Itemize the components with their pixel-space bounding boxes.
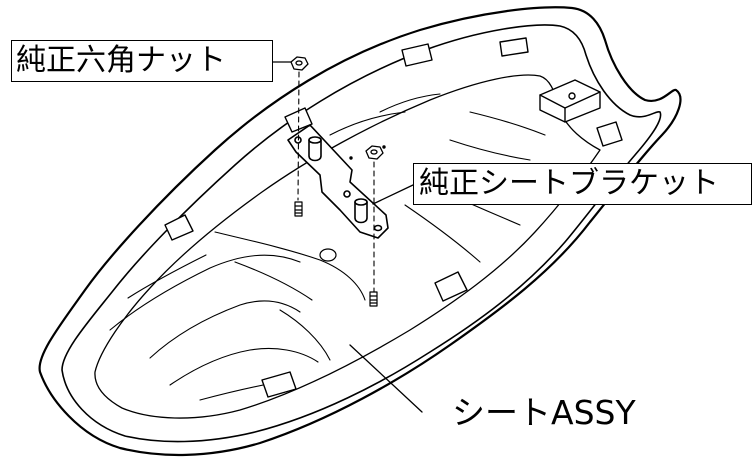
rear-hook-block: [539, 79, 601, 123]
rim-pad: [499, 37, 529, 57]
rim-pad: [401, 43, 433, 67]
hex-nut: [290, 56, 384, 160]
rim-pad: [434, 271, 468, 302]
label-seat-assy: シートASSY: [452, 393, 636, 432]
seat-floor-outline: [94, 74, 601, 419]
label-genuine-hex-nut: 純正六角ナット: [11, 40, 273, 82]
rim-pads: [164, 37, 623, 398]
seat-contour-lines: [109, 93, 546, 401]
threaded-stud: [294, 201, 378, 307]
leader-line-bracket: [372, 184, 414, 205]
bracket-stud: [354, 201, 368, 224]
seat-hole: [349, 156, 353, 160]
seat-outer-outline: [38, 6, 682, 457]
label-genuine-seat-bracket: 純正シートブラケット: [413, 163, 752, 205]
rim-pad: [261, 371, 297, 398]
bracket-stud: [308, 139, 322, 162]
seat-inner-outline: [61, 24, 662, 443]
seat-bracket: [287, 124, 389, 239]
rim-pad: [596, 121, 623, 147]
seat-hole: [382, 145, 386, 149]
rim-pad: [164, 214, 194, 241]
seat-hole: [319, 248, 337, 262]
leader-line-seat: [349, 344, 423, 413]
alignment-lines: [297, 71, 375, 293]
leader-lines: [272, 61, 423, 413]
